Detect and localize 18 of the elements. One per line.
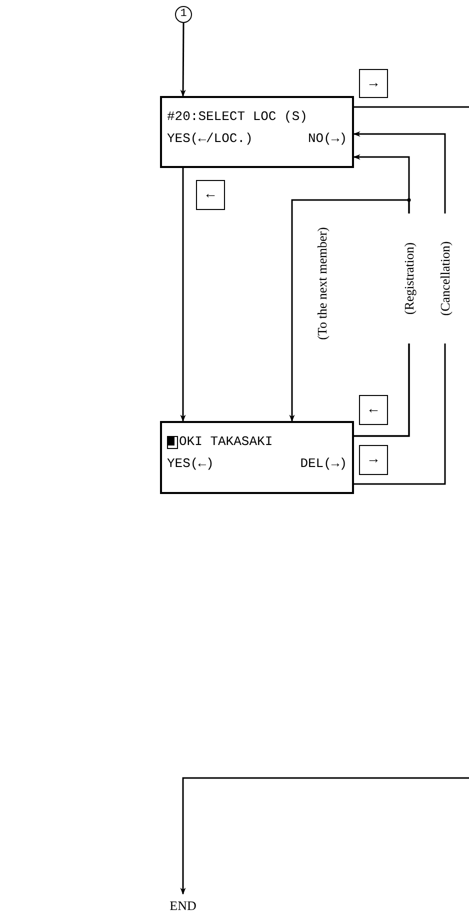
edge-label: (To the next member)	[314, 226, 330, 342]
display-text: YES(←/LOC.)	[167, 130, 253, 148]
arrow	[180, 777, 469, 895]
key-box: ←	[196, 180, 225, 210]
arrow	[180, 23, 186, 97]
display-text: DEL(→)	[300, 455, 347, 473]
key-box: →	[359, 69, 388, 98]
display-text: OKI TAKASAKI	[179, 433, 273, 451]
display-text: YES(←)	[167, 455, 214, 473]
end-text: END	[166, 896, 200, 914]
display-text: #20:SELECT LOC (S)	[167, 108, 308, 126]
display-box	[160, 421, 354, 494]
key-box: →	[359, 445, 388, 475]
arrow	[180, 168, 186, 422]
display-text: NO(→)	[308, 130, 347, 148]
key-box: ←	[359, 395, 388, 425]
display-box	[160, 96, 354, 168]
connector-line	[354, 106, 469, 108]
